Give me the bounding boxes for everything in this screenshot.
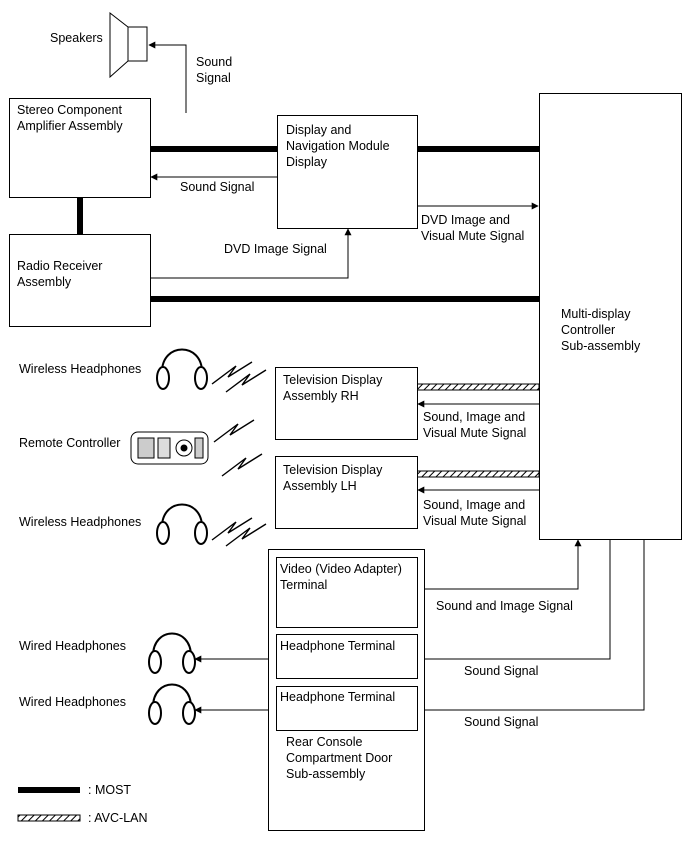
display-nav-module-box xyxy=(277,115,418,229)
wireless-headphones-icon xyxy=(156,503,208,545)
legend-avc-lan-label: : AVC-LAN xyxy=(88,811,148,825)
legend-most-label: : MOST xyxy=(88,783,132,797)
wired-headphones-icon xyxy=(148,632,196,674)
wired-headphones-label-1: Wired Headphones xyxy=(19,639,127,653)
remote-controller-icon xyxy=(130,431,209,465)
headphone-terminal-box-2 xyxy=(276,686,418,731)
radio-receiver-label: Radio Receiver Assembly xyxy=(17,259,103,289)
wireless-signal-icons xyxy=(211,361,267,547)
most-lines xyxy=(18,146,539,793)
rear-console-label: Rear Console Compartment Door Sub-assemb… xyxy=(286,735,393,781)
wireless-headphones-label-1: Wireless Headphones xyxy=(19,362,142,376)
video-terminal-label: Video (Video Adapter) Terminal xyxy=(280,562,402,592)
video-terminal-box xyxy=(276,557,418,628)
tv-display-rh-box xyxy=(275,367,418,440)
dvd-visual-mute-signal-label: DVD Image and Visual Mute Signal xyxy=(421,213,525,243)
wired-headphones-icon xyxy=(148,683,196,725)
remote-controller-label: Remote Controller xyxy=(19,436,121,450)
amp-sound-signal-label: Sound Signal xyxy=(180,180,255,194)
tv-rh-signal-label: Sound, Image and Visual Mute Signal xyxy=(423,410,527,440)
wireless-headphones-icon xyxy=(156,348,208,390)
headphone-terminal-label-1: Headphone Terminal xyxy=(280,639,396,653)
multi-display-controller-label: Multi-display Controller Sub-assembly xyxy=(561,307,641,353)
wired-headphones-label-2: Wired Headphones xyxy=(19,695,127,709)
display-nav-module-label: Display and Navigation Module Display xyxy=(286,123,390,169)
dvd-image-signal-label: DVD Image Signal xyxy=(224,242,327,256)
stereo-amplifier-box xyxy=(9,98,151,198)
speakers-label: Speakers xyxy=(50,31,103,45)
speaker-icon xyxy=(109,11,148,79)
sound-signal-label-2: Sound Signal xyxy=(464,715,539,729)
tv-lh-signal-label: Sound, Image and Visual Mute Signal xyxy=(423,498,527,528)
headphone-terminal-label-2: Headphone Terminal xyxy=(280,690,396,704)
tv-display-lh-box xyxy=(275,456,418,529)
tv-display-rh-label: Television Display Assembly RH xyxy=(283,373,383,403)
headphone-terminal-box-1 xyxy=(276,634,418,679)
sound-image-signal-label: Sound and Image Signal xyxy=(436,599,573,613)
radio-receiver-box xyxy=(9,234,151,327)
speaker-sound-signal-label: Sound Signal xyxy=(196,55,233,85)
stereo-amplifier-label: Stereo Component Amplifier Assembly xyxy=(17,103,123,133)
sound-signal-label-1: Sound Signal xyxy=(464,664,539,678)
signal-arrows xyxy=(148,41,645,714)
tv-display-lh-label: Television Display Assembly LH xyxy=(283,463,383,493)
wireless-headphones-label-2: Wireless Headphones xyxy=(19,515,142,529)
multi-display-controller-box xyxy=(539,93,682,540)
